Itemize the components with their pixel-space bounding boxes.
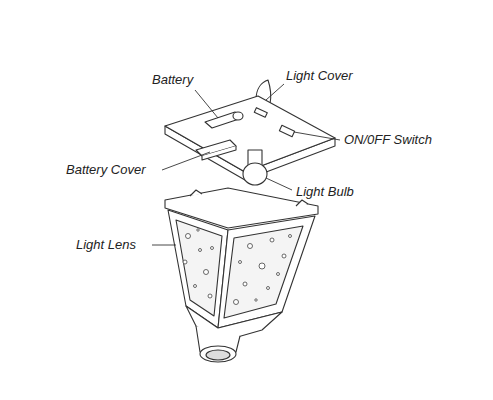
- part-label: Battery: [152, 72, 193, 87]
- part-label: Battery Cover: [66, 162, 145, 177]
- lens-face-left: [168, 210, 228, 328]
- part-label: Light Bulb: [296, 184, 354, 199]
- switch-symbol: [279, 125, 294, 136]
- leader-lines: [152, 84, 340, 245]
- part-label: ON/0FF Switch: [344, 132, 432, 147]
- light-bulb: [243, 163, 267, 185]
- battery-symbol: [205, 112, 242, 128]
- battery-end: [233, 112, 243, 120]
- base-hole: [206, 350, 230, 360]
- light-cover-plate: [165, 96, 335, 172]
- lens-dots: [183, 229, 292, 305]
- base-opening: [200, 346, 236, 362]
- plate-slot: [254, 108, 267, 118]
- lens-panel: [224, 226, 303, 318]
- lens-panel: [176, 220, 222, 316]
- lens-face-right: [218, 216, 315, 328]
- rim-clip: [190, 190, 202, 196]
- part-label: Light Lens: [76, 237, 136, 252]
- rim-clip: [296, 200, 308, 206]
- part-label: Light Cover: [286, 68, 352, 83]
